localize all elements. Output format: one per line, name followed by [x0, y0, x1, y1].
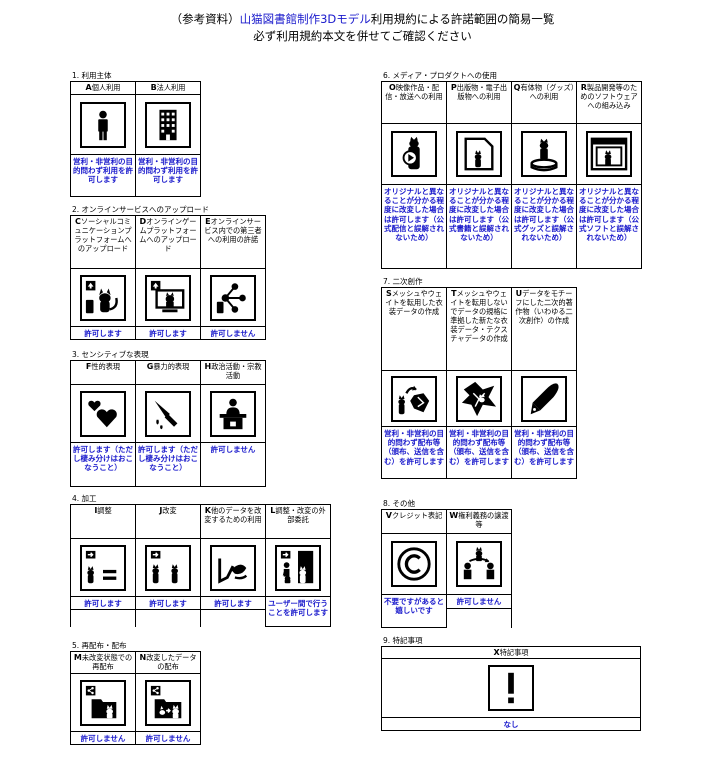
cell-w: W権利義務の譲渡等 許可しません — [447, 510, 512, 628]
title-highlight: 山猫図書館制作3Dモデル — [239, 12, 371, 26]
clothing-icon — [391, 375, 437, 422]
social-upload-icon — [80, 274, 126, 321]
section-online-upload: 2. オンラインサービスへのアップロード Cソーシャルコミュニケーションプラット… — [70, 205, 266, 340]
cell-e: Eオンラインサービス内での第三者への利用の許諾 許可しません — [201, 216, 266, 340]
section-label: 8. その他 — [383, 499, 416, 508]
copyright-icon — [391, 541, 437, 587]
transfer-icon — [456, 541, 502, 587]
game-upload-icon — [145, 274, 191, 321]
cell-r: R製品開発等のためのソフトウェアへの組み込み オリジナルと異なることが分かる程度… — [577, 82, 642, 269]
page-subtitle: 必ず利用規約本文を併せてご確認ください — [253, 29, 472, 43]
section-other: 8. その他 Vクレジット表記 不要ですがあると嬉しいです W権利義務の譲渡等 … — [381, 499, 512, 628]
cell-k: K他のデータを改変するための利用 許可します — [201, 505, 266, 627]
cell-l: L調整・改変の外部委託 ユーザー間で行うことを許可します — [266, 505, 331, 627]
podium-icon — [210, 390, 256, 437]
cell-p: P出版物・電子出版物への利用 オリジナルと異なることが分かる程度に改変した場合は… — [447, 82, 512, 269]
section-derivative: 7. 二次創作 Sメッシュやウェイトを転用した衣装データの作成 営利・非営利の目… — [381, 277, 577, 479]
section-label: 6. メディア・プロダクトへの使用 — [383, 71, 498, 80]
cell-u: Uデータをモチーフにした二次的著作物（いわゆる二次創作）の作成 営利・非営利の目… — [512, 288, 577, 479]
cell-f: F性的表現 許可します（ただし棲み分けはおこなうこと） — [71, 361, 136, 487]
section-label: 7. 二次創作 — [383, 277, 423, 286]
parts-icon — [210, 544, 256, 591]
knife-icon — [145, 390, 191, 437]
cell-i: I調整 許可します — [71, 505, 136, 627]
section-label: 4. 加工 — [72, 494, 97, 503]
section-processing: 4. 加工 I調整 許可します J改変 許可します K他のデータを改変するための… — [70, 494, 331, 627]
section-media-products: 6. メディア・プロダクトへの使用 O映像作品・配信・放送への利用 オリジナルと… — [381, 71, 642, 269]
cell-a: A個人利用 営利・非営利の目的問わず利用を許可します — [71, 82, 136, 197]
cell-j: J改変 許可します — [136, 505, 201, 627]
cell-n: N改変したデータの配布 許可しません — [136, 652, 201, 745]
outsource-icon — [275, 544, 321, 591]
pen-icon — [521, 375, 567, 422]
cell-x: X特記事項 なし — [382, 647, 641, 731]
section-label: 9. 特記事項 — [383, 636, 423, 645]
cell-t: Tメッシュやウェイトを転用しないでデータの規格に準拠した新たな衣装データ・テクス… — [447, 288, 512, 479]
cell-s: Sメッシュやウェイトを転用した衣装データの作成 営利・非営利の目的問わず配布等（… — [382, 288, 447, 479]
section-distribution: 5. 再配布・配布 M未改変状態での再配布 許可しません N改変したデータの配布… — [70, 641, 201, 745]
document-icon — [456, 131, 502, 177]
share-network-icon — [210, 274, 256, 321]
section-grid: A個人利用 営利・非営利の目的問わず利用を許可します B法人利用 営利・非営利の… — [70, 81, 201, 197]
cell-h: H政治活動・宗教活動 許可しません — [201, 361, 266, 487]
cell-result: 営利・非営利の目的問わず利用を許可します — [71, 155, 135, 197]
title-prefix: （参考資料） — [170, 12, 240, 26]
page-title: （参考資料）山猫図書館制作3Dモデル利用規約による許諾範囲の簡易一覧 — [0, 12, 725, 27]
section-special-notes: 9. 特記事項 X特記事項 なし — [381, 636, 641, 731]
building-icon — [145, 101, 191, 148]
title-suffix: 利用規約による許諾範囲の簡易一覧 — [370, 12, 555, 26]
cell-o: O映像作品・配信・放送への利用 オリジナルと異なることが分かる程度に改変した場合… — [382, 82, 447, 269]
hearts-icon — [80, 390, 126, 437]
cell-g: G暴力的表現 許可します（ただし棲み分けはおこなうこと） — [136, 361, 201, 487]
cell-q: Q有体物（グッズ）への利用 オリジナルと異なることが分かる程度に改変した場合は許… — [512, 82, 577, 269]
software-icon — [586, 131, 632, 177]
cell-b: B法人利用 営利・非営利の目的問わず利用を許可します — [136, 82, 201, 197]
cell-c: Cソーシャルコミュニケーションプラットフォームへのアップロード 許可します — [71, 216, 136, 340]
person-icon — [80, 101, 126, 148]
cell-result: 営利・非営利の目的問わず利用を許可します — [136, 155, 200, 197]
texture-icon — [456, 375, 502, 422]
redistribute-icon — [80, 679, 126, 726]
exclamation-icon — [488, 665, 534, 711]
section-label: 2. オンラインサービスへのアップロード — [72, 205, 210, 214]
adjust-icon — [80, 544, 126, 591]
section-label: 5. 再配布・配布 — [72, 641, 127, 650]
figure-icon — [521, 131, 567, 177]
cell-header: A個人利用 — [71, 82, 135, 95]
section-label: 1. 利用主体 — [72, 71, 112, 80]
modify-icon — [145, 544, 191, 591]
modified-distribute-icon — [145, 679, 191, 726]
video-icon — [391, 131, 437, 177]
section-usage-subject: 1. 利用主体 A個人利用 営利・非営利の目的問わず利用を許可します B法人利用… — [70, 71, 201, 197]
cell-d: Dオンラインゲームプラットフォームへのアップロード 許可します — [136, 216, 201, 340]
cell-m: M未改変状態での再配布 許可しません — [71, 652, 136, 745]
cell-v: Vクレジット表記 不要ですがあると嬉しいです — [382, 510, 447, 628]
section-sensitive: 3. センシティブな表現 F性的表現 許可します（ただし棲み分けはおこなうこと）… — [70, 350, 266, 487]
cell-header: B法人利用 — [136, 82, 200, 95]
section-label: 3. センシティブな表現 — [72, 350, 149, 359]
